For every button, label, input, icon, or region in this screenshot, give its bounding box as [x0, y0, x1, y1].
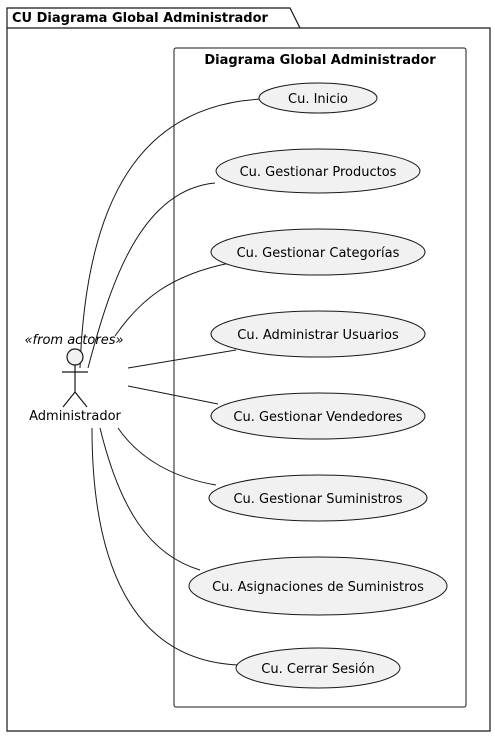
- package-frame: CU Diagrama Global Administrador: [6, 7, 491, 732]
- use-case-label: Cu. Gestionar Categorías: [237, 246, 400, 261]
- use-case-gestionar-vendedores: Cu. Gestionar Vendedores: [210, 392, 426, 440]
- package-title: CU Diagrama Global Administrador: [12, 11, 269, 26]
- use-case-gestionar-productos: Cu. Gestionar Productos: [215, 148, 421, 194]
- association-inicio: [79, 98, 263, 369]
- actor-stereotype: «from actores»: [25, 333, 124, 348]
- use-case-cerrar-sesion: Cu. Cerrar Sesión: [235, 647, 401, 689]
- association-usuarios: [127, 349, 237, 369]
- association-cerrar: [91, 427, 239, 666]
- use-case-asignaciones-suministros: Cu. Asignaciones de Suministros: [188, 556, 448, 616]
- use-case-label: Cu. Gestionar Productos: [240, 165, 397, 180]
- use-case-administrar-usuarios: Cu. Administrar Usuarios: [210, 310, 426, 358]
- actor-administrador: «from actores» Administrador: [25, 333, 124, 424]
- association-suministros: [117, 427, 217, 486]
- association-asignaciones: [99, 427, 201, 571]
- actor-head: [66, 348, 84, 366]
- use-case-label: Cu. Inicio: [288, 92, 348, 107]
- association-productos: [87, 182, 216, 369]
- use-case-label: Cu. Cerrar Sesión: [261, 662, 374, 677]
- association-vendedores: [127, 385, 219, 405]
- use-case-label: Cu. Asignaciones de Suministros: [212, 580, 424, 595]
- use-case-label: Cu. Gestionar Suministros: [233, 492, 402, 507]
- system-title: Diagrama Global Administrador: [204, 53, 436, 68]
- use-case-inicio: Cu. Inicio: [258, 82, 378, 114]
- actor-name: Administrador: [29, 409, 121, 424]
- use-case-gestionar-categorias: Cu. Gestionar Categorías: [210, 228, 426, 276]
- system-boundary: Diagrama Global Administrador: [173, 47, 467, 708]
- use-case-gestionar-suministros: Cu. Gestionar Suministros: [208, 474, 428, 522]
- associations: [79, 98, 263, 666]
- use-case-label: Cu. Administrar Usuarios: [237, 328, 399, 343]
- association-categorias: [114, 262, 231, 337]
- use-case-label: Cu. Gestionar Vendedores: [233, 410, 402, 425]
